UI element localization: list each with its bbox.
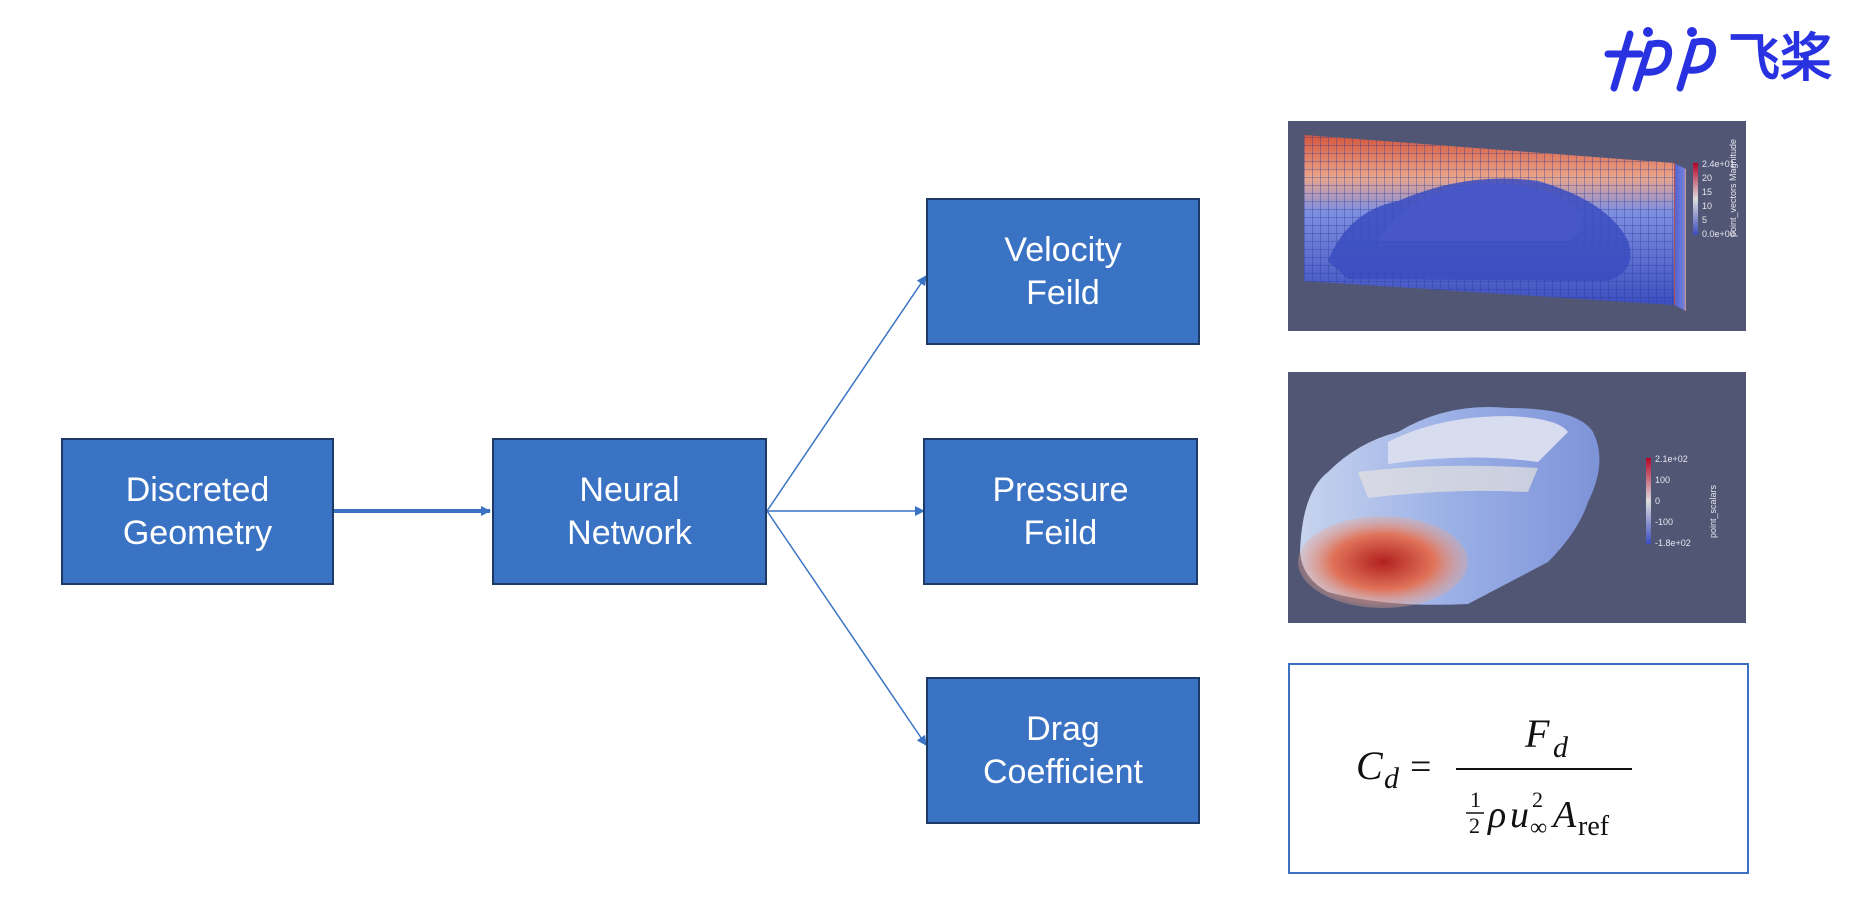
paddle-logo: 飞桨 [1600, 14, 1855, 99]
formula-area-sub: ref [1578, 811, 1610, 842]
formula-half-den: 2 [1469, 813, 1480, 838]
formula-equals: = [1410, 746, 1431, 788]
node-label-line2: Feild [1026, 273, 1100, 312]
velocity-tick: 20 [1702, 173, 1712, 183]
node-label-line1: Pressure [992, 470, 1129, 509]
paddle-logo-text: 飞桨 [1728, 29, 1832, 89]
node-label-line1: Neural [579, 470, 680, 509]
formula-half-num: 1 [1470, 787, 1481, 812]
formula-u-sup: 2 [1532, 787, 1543, 812]
pressure-field-image: 2.1e+02 100 0 -100 -1.8e+02 point_scalar… [1288, 372, 1746, 623]
velocity-tick: 10 [1702, 201, 1712, 211]
node-label-line2: Geometry [122, 513, 273, 552]
formula-lhs-sub: d [1384, 762, 1400, 795]
drag-formula-box: C d = F d 1 2 ρ u 2 ∞ A ref [1288, 663, 1749, 874]
node-label-line2: Network [567, 513, 692, 552]
node-discreted-geometry: Discreted Geometry [61, 438, 334, 585]
pressure-colorbar: 2.1e+02 100 0 -100 -1.8e+02 point_scalar… [1646, 454, 1718, 548]
formula-numerator-sub: d [1553, 731, 1569, 764]
drag-formula: C d = F d 1 2 ρ u 2 ∞ A ref [1356, 711, 1632, 842]
velocity-tick: 2.4e+01 [1702, 159, 1735, 169]
node-label-line1: Drag [1026, 709, 1100, 748]
velocity-tick: 15 [1702, 187, 1712, 197]
pressure-tick: 0 [1655, 496, 1660, 506]
velocity-colorbar-title: point_vectors Magnitude [1728, 139, 1738, 237]
formula-lhs: C [1356, 743, 1384, 788]
velocity-colorbar: 2.4e+01 20 15 10 5 0.0e+00 point_vectors… [1693, 139, 1738, 239]
formula-u: u [1510, 794, 1529, 836]
node-velocity-field: Velocity Feild [926, 198, 1200, 345]
node-label-line2: Feild [1023, 513, 1098, 552]
arrow-network-to-velocity [766, 275, 927, 512]
formula-u-sub: ∞ [1530, 815, 1547, 841]
arrow-network-to-drag [766, 510, 927, 746]
formula-area: A [1550, 794, 1577, 836]
velocity-tick: 5 [1702, 215, 1707, 225]
velocity-field-image: 2.4e+01 20 15 10 5 0.0e+00 point_vectors… [1288, 121, 1746, 331]
pressure-tick: 100 [1655, 475, 1670, 485]
pressure-tick: 2.1e+02 [1655, 454, 1688, 464]
node-label-line2: Coefficient [982, 752, 1144, 791]
node-pressure-field: Pressure Feild [923, 438, 1198, 585]
pressure-tick: -100 [1655, 517, 1673, 527]
node-neural-network: Neural Network [492, 438, 767, 585]
node-label-line1: Discreted [125, 470, 270, 509]
node-drag-coefficient: Drag Coefficient [926, 677, 1200, 824]
formula-numerator: F [1524, 711, 1550, 756]
velocity-tick: 0.0e+00 [1702, 229, 1735, 239]
pressure-colorbar-title: point_scalars [1708, 484, 1718, 538]
formula-rho: ρ [1487, 794, 1506, 836]
pressure-tick: -1.8e+02 [1655, 538, 1691, 548]
node-label-line1: Velocity [1004, 230, 1122, 269]
